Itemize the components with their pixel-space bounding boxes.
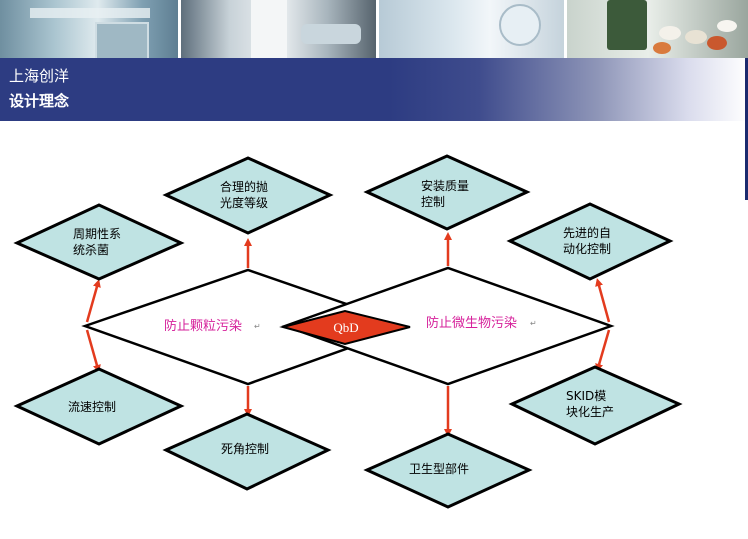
node-label-line-2: 块化生产 [566, 405, 614, 419]
pharma-machinery-photo [181, 0, 376, 58]
right-microbe-diamond [281, 266, 615, 386]
node-label-line-2: 统杀菌 [73, 242, 109, 257]
node-label: 流速控制 [68, 400, 116, 414]
node-skid-modular-production: SKID模 块化生产 [508, 365, 683, 446]
node-install-quality-control: 安装质量 控制 [363, 154, 531, 231]
company-name: 上海创洋 [9, 67, 70, 85]
node-label-line-2: 动化控制 [563, 242, 611, 256]
paragraph-mark: ↵ [254, 322, 261, 331]
node-label-line-2: 光度等级 [220, 195, 268, 210]
qbd-concept-diagram: QbD 防止颗粒污染 ↵ 防止微生物污染 ↵ 合理的抛 光度等级 安装质量 控制… [13, 154, 683, 509]
title-banner: 上海创洋 设计理念 [0, 58, 748, 121]
node-periodic-sterilization: 周期性系 统杀菌 [13, 203, 185, 281]
page-title: 设计理念 [9, 92, 70, 110]
arrow-to-sterilization [85, 279, 101, 323]
node-label-line-1: SKID模 [566, 389, 606, 403]
node-advanced-automation: 先进的自 动化控制 [506, 202, 674, 281]
node-label-line-1: 先进的自 [563, 225, 611, 240]
node-label-line-1: 合理的抛 [220, 179, 268, 194]
header-photo-strip [0, 0, 748, 58]
pills-bottle-photo [567, 0, 748, 58]
node-label: 卫生型部件 [409, 461, 469, 476]
node-flow-rate-control: 流速控制 [13, 367, 185, 446]
node-label-line-1: 周期性系 [73, 227, 121, 241]
qbd-label: QbD [333, 320, 358, 335]
cleanroom-corridor-photo [0, 0, 178, 58]
microbe-prevention-label: 防止微生物污染 [426, 315, 517, 331]
node-sanitary-components: 卫生型部件 [363, 432, 533, 509]
arrow-to-skid [595, 329, 611, 372]
particle-prevention-label: 防止颗粒污染 [164, 318, 242, 334]
paragraph-mark: ↵ [530, 319, 537, 328]
lab-glassware-photo [379, 0, 564, 58]
edge-accent-line [745, 58, 748, 200]
node-reasonable-polishing: 合理的抛 光度等级 [162, 156, 334, 235]
connector-arrows [85, 232, 611, 437]
qbd-center-diamond [279, 309, 411, 346]
node-label-line-2: 控制 [421, 195, 445, 209]
node-label: 死角控制 [221, 442, 269, 456]
node-dead-leg-control: 死角控制 [162, 412, 332, 491]
arrow-to-flow-rate [85, 329, 101, 373]
node-label-line-1: 安装质量 [421, 178, 469, 193]
arrow-to-automation [595, 278, 611, 323]
